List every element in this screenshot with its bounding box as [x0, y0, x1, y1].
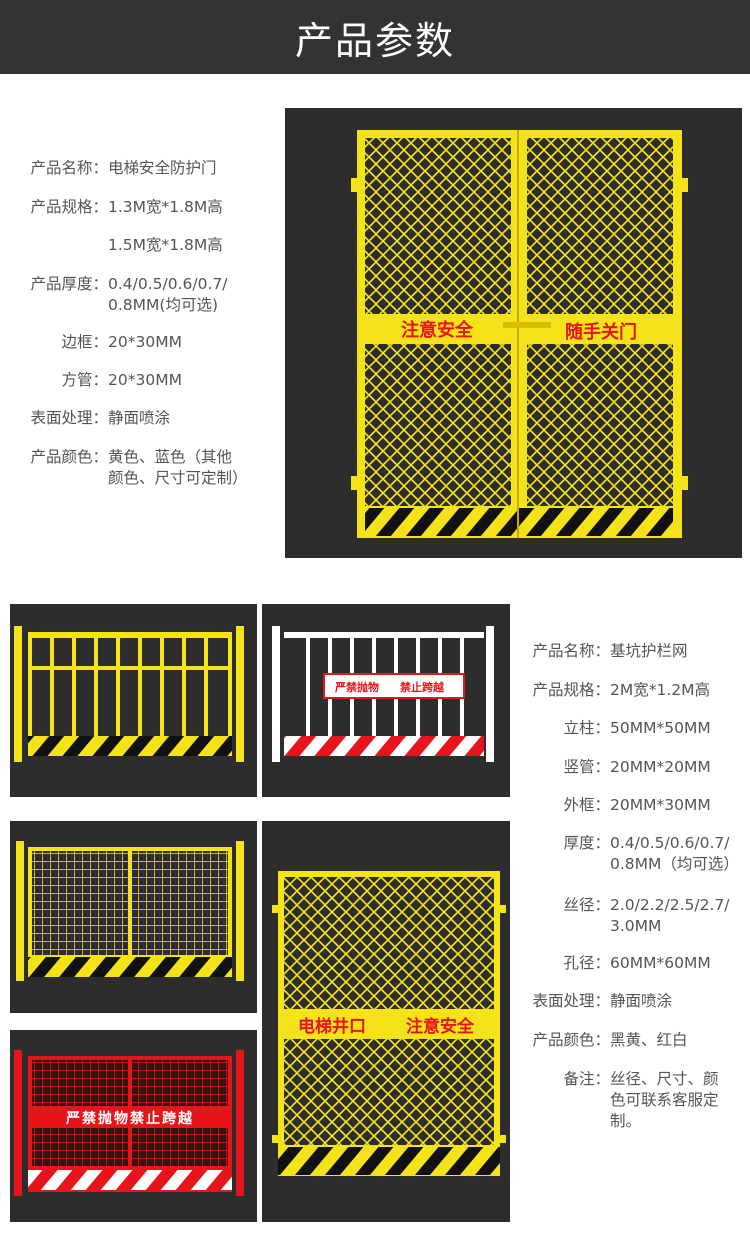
spec-label: 产品名称：: [532, 642, 610, 660]
spec-label: 孔径：: [563, 954, 610, 972]
spec-label: 竖管：: [563, 758, 610, 776]
spec-label: 产品名称：: [30, 159, 108, 177]
elevator-shaft-door-image: 电梯井口 注意安全: [262, 821, 510, 1222]
spec-value: 0.4/0.5/0.6/0.7/ 0.8MM（均可选）: [610, 834, 739, 873]
spec-value: 60MM*60MM: [610, 954, 711, 972]
spec-label: 边框：: [61, 333, 108, 351]
spec-label: 表面处理：: [30, 409, 108, 427]
yellow-mesh-fence-image: [10, 821, 257, 1013]
door-sign-left: 注意安全: [401, 319, 474, 341]
spec-value: 20*30MM: [108, 333, 182, 351]
pit-fence-specs: 产品名称：基坑护栏网 产品规格：2M宽*1.2M高 立柱：50MM*50MM 竖…: [520, 0, 750, 1249]
spec-label: 表面处理：: [532, 992, 610, 1010]
spec-value: 50MM*50MM: [610, 719, 711, 737]
door-sign-right: 随手关门: [565, 321, 637, 343]
elevator-door-specs: 产品名称：电梯安全防护门 产品规格：1.3M宽*1.8M高 1.5M宽*1.8M…: [18, 0, 280, 1249]
spec-label: 产品规格：: [30, 198, 108, 216]
spec-value: 静面喷涂: [108, 409, 171, 427]
spec-label: 方管：: [61, 371, 108, 389]
spec-value: 20MM*30MM: [610, 796, 711, 814]
spec-label: 产品颜色：: [30, 448, 108, 466]
red-fence-sign: 严禁抛物禁止跨越: [65, 1110, 194, 1127]
page-header: 产品参数: [0, 0, 750, 74]
spec-value: 黑黄、红白: [610, 1031, 688, 1049]
spec-value: 基坑护栏网: [610, 642, 688, 660]
spec-label: 产品规格：: [532, 681, 610, 699]
spec-label: 备注：: [563, 1070, 610, 1088]
spec-value: 20*30MM: [108, 371, 182, 389]
page-title: 产品参数: [294, 18, 455, 63]
white-red-fence-image: 严禁抛物 禁止跨越: [262, 604, 510, 797]
shaft-door-sign-1: 电梯井口: [298, 1016, 366, 1037]
spec-label: 外框：: [563, 796, 610, 814]
spec-label: [18, 235, 108, 256]
spec-value: 0.4/0.5/0.6/0.7/ 0.8MM(均可选): [108, 275, 228, 314]
white-fence-sign-2: 禁止跨越: [400, 680, 445, 694]
spec-value: 1.5M宽*1.8M高: [108, 236, 223, 254]
spec-value: 2M宽*1.2M高: [610, 681, 711, 699]
spec-value: 丝径、尺寸、颜 色可联系客服定 制。: [610, 1070, 719, 1130]
spec-label: 立柱：: [563, 719, 610, 737]
spec-label: 厚度：: [563, 834, 610, 852]
spec-label: 丝径：: [563, 896, 610, 914]
spec-label: 产品颜色：: [532, 1031, 610, 1049]
red-mesh-fence-image: 严禁抛物禁止跨越: [10, 1030, 257, 1222]
spec-value: 电梯安全防护门: [108, 159, 217, 177]
spec-value: 黄色、蓝色（其他 颜色、尺寸可定制）: [108, 448, 248, 487]
spec-value: 静面喷涂: [610, 992, 673, 1010]
spec-value: 2.0/2.2/2.5/2.7/ 3.0MM: [610, 896, 730, 935]
spec-label: 产品厚度：: [30, 275, 108, 293]
spec-value: 1.3M宽*1.8M高: [108, 198, 223, 216]
elevator-door-image: 注意安全 随手关门: [285, 108, 742, 558]
yellow-bar-fence-image: [10, 604, 257, 797]
white-fence-sign-1: 严禁抛物: [334, 680, 379, 694]
spec-value: 20MM*20MM: [610, 758, 711, 776]
shaft-door-sign-2: 注意安全: [406, 1016, 475, 1037]
